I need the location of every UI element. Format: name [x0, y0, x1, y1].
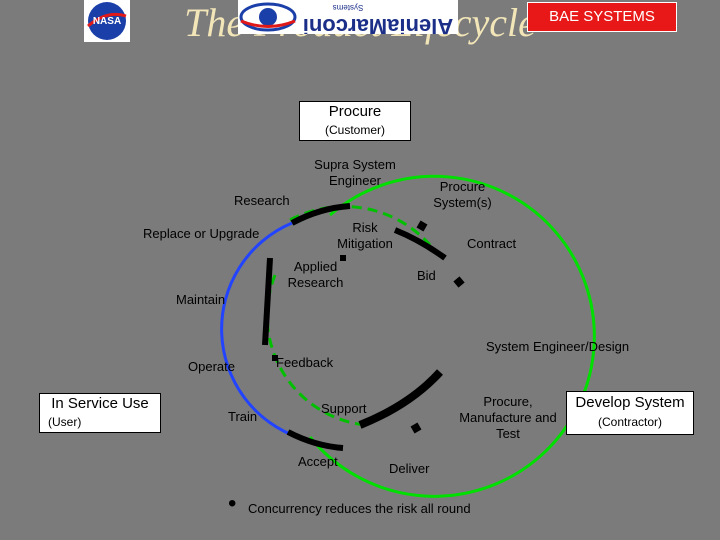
in-service-use-box: In Service Use (User)	[39, 393, 161, 433]
procure-box-sub: (Customer)	[324, 123, 385, 137]
nasa-logo-icon: NASA	[84, 0, 130, 42]
stage-procure-manufacture-test: Procure, Manufacture and Test	[459, 394, 557, 441]
stage-train: Train	[228, 409, 258, 424]
bae-systems-logo: BAE SYSTEMS	[527, 2, 677, 32]
procure-customer-box: Procure (Customer)	[299, 101, 411, 141]
tick-mark	[416, 220, 428, 232]
stage-replace-or-upgrade: Replace or Upgrade	[143, 226, 260, 241]
tick-mark	[453, 276, 465, 288]
tick-mark	[410, 422, 422, 434]
in-service-box-title: In Service Use	[51, 395, 149, 412]
stage-operate: Operate	[188, 359, 235, 374]
alenia-logo-subtext: Systems	[333, 3, 364, 12]
concurrency-note: Concurrency reduces the risk all round	[248, 501, 471, 516]
stage-feedback: Feedback	[276, 355, 334, 370]
nasa-logo: NASA	[84, 0, 130, 42]
green-lifecycle-arc	[308, 174, 596, 498]
stage-risk-mitigation: Risk Mitigation	[337, 220, 393, 251]
stage-accept: Accept	[298, 454, 338, 469]
dashed-feedback-arc	[265, 274, 366, 427]
stage-applied-research: Applied Research	[287, 259, 344, 290]
stage-supra-system-engineer: Supra System Engineer	[314, 157, 396, 188]
stage-research: Research	[234, 193, 290, 208]
bullet-marker: •	[228, 490, 237, 517]
stage-contract: Contract	[467, 236, 517, 251]
stage-support: Support	[321, 401, 367, 416]
arc-segment-maintain	[262, 257, 273, 346]
develop-box-sub: (Contractor)	[597, 415, 662, 429]
develop-system-box: Develop System (Contractor)	[566, 391, 694, 435]
stage-system-engineer-design: System Engineer/Design	[486, 339, 630, 354]
nasa-logo-text: NASA	[93, 16, 121, 27]
arc-segment-replace	[290, 203, 351, 226]
stage-maintain: Maintain	[176, 292, 226, 307]
in-service-box-sub: (User)	[48, 415, 82, 429]
arc-segment-accept	[286, 429, 344, 451]
arc-segment-risk	[393, 227, 447, 261]
procure-box-title: Procure	[328, 103, 382, 120]
develop-box-title: Develop System	[575, 394, 685, 411]
tick-mark	[272, 355, 278, 361]
arc-segment-support	[358, 369, 443, 429]
stage-procure-systems: Procure System(s)	[433, 179, 492, 210]
blue-lifecycle-arc	[220, 221, 301, 440]
tick-mark	[340, 255, 346, 261]
stage-bid: Bid	[417, 268, 436, 283]
stage-deliver: Deliver	[389, 461, 430, 476]
